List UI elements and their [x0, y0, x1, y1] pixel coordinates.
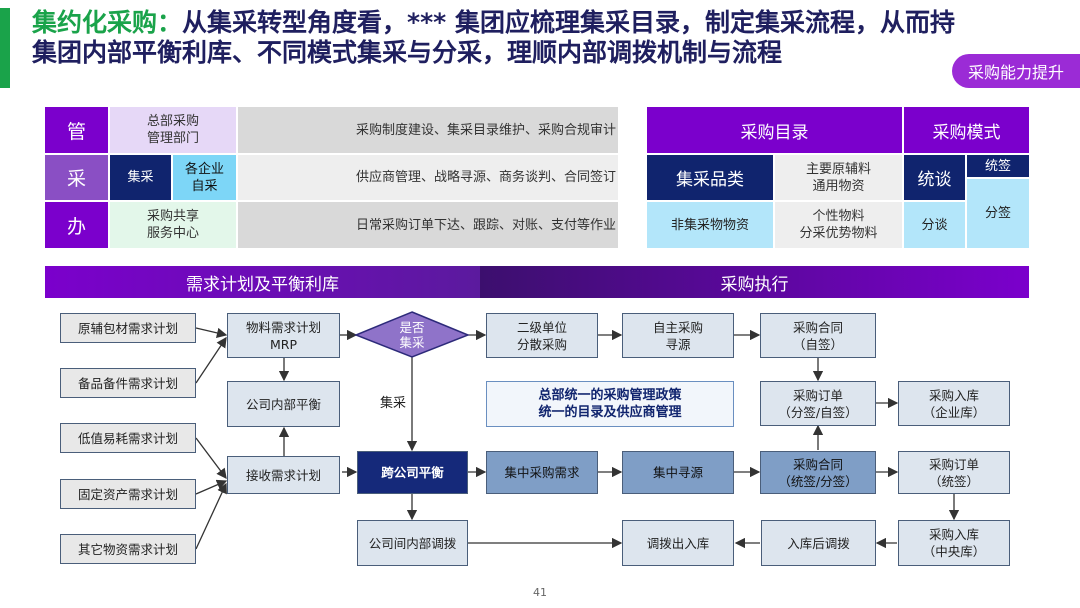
secondary-unit-box: 二级单位 分散采购 — [486, 313, 598, 358]
desc-ban: 日常采购订单下达、跟踪、对账、支付等作业 — [238, 202, 618, 248]
transfer-out-box: 调拨出入库 — [622, 520, 734, 566]
central-sourcing-box: 集中寻源 — [622, 451, 734, 494]
plan-spare-parts: 备品备件需求计划 — [60, 368, 196, 398]
row-label-cai: 采 — [45, 155, 108, 200]
badge-capability: 采购能力提升 — [952, 54, 1080, 88]
header-mode: 采购模式 — [904, 107, 1029, 153]
row-label-guan: 管 — [45, 107, 108, 153]
central-demand-box: 集中采购需求 — [486, 451, 598, 494]
accent-bar — [0, 8, 10, 88]
receive-plan-box: 接收需求计划 — [227, 456, 340, 494]
unit-shared-center: 采购共享 服务中心 — [110, 202, 236, 248]
central-category: 集采品类 — [647, 155, 773, 200]
non-central-items: 个性物料 分采优势物料 — [775, 202, 902, 248]
plan-consumables: 低值易耗需求计划 — [60, 423, 196, 453]
unit-enterprise: 各企业 自采 — [173, 155, 236, 200]
band-demand-planning: 需求计划及平衡利库 — [45, 266, 480, 298]
unit-central: 集采 — [110, 155, 171, 200]
plan-other-materials: 其它物资需求计划 — [60, 534, 196, 564]
inbound-central-box: 采购入库 （中央库） — [898, 520, 1010, 566]
mode-split: 分谈 — [904, 202, 965, 248]
desc-cai: 供应商管理、战略寻源、商务谈判、合同签订 — [238, 155, 618, 200]
inter-transfer-box: 公司间内部调拨 — [357, 520, 468, 566]
decision-label: 是否 集采 — [399, 320, 425, 350]
mode-unified: 统谈 — [904, 155, 965, 200]
decision-diamond — [353, 311, 471, 358]
page-number: 41 — [533, 586, 547, 599]
inbound-enterprise-box: 采购入库 （企业库） — [898, 381, 1010, 426]
internal-balance-box: 公司内部平衡 — [227, 381, 340, 427]
post-transfer-box: 入库后调拨 — [761, 520, 876, 566]
desc-guan: 采购制度建设、集采目录维护、采购合规审计 — [238, 107, 618, 153]
contract-self-box: 采购合同 （自签） — [760, 313, 876, 358]
unit-hq: 总部采购 管理部门 — [110, 107, 236, 153]
sign-unified: 统签 — [967, 155, 1029, 177]
order-unified-box: 采购订单 （统签） — [898, 451, 1010, 494]
band-procurement-execution: 采购执行 — [480, 266, 1029, 298]
mrp-box: 物料需求计划 MRP — [227, 313, 340, 358]
non-central-category: 非集采物物资 — [647, 202, 773, 248]
policy-note: 总部统一的采购管理政策 统一的目录及供应商管理 — [486, 381, 734, 427]
slide-title: 集约化采购：从集采转型角度看，*** 集团应梳理集采目录，制定集采流程，从而持集… — [32, 8, 962, 68]
title-text: 从集采转型角度看，*** 集团应梳理集采目录，制定集采流程，从而持集团内部平衡利… — [32, 8, 955, 67]
cross-balance-box: 跨公司平衡 — [357, 451, 468, 494]
order-split-box: 采购订单 （分签/自签） — [760, 381, 876, 426]
self-sourcing-box: 自主采购 寻源 — [622, 313, 734, 358]
title-highlight: 集约化采购： — [32, 8, 183, 37]
plan-fixed-assets: 固定资产需求计划 — [60, 479, 196, 509]
plan-raw-packaging: 原辅包材需求计划 — [60, 313, 196, 343]
row-label-ban: 办 — [45, 202, 108, 248]
jicai-label: 集采 — [380, 396, 407, 411]
header-catalog: 采购目录 — [647, 107, 902, 153]
contract-unified-box: 采购合同 （统签/分签） — [760, 451, 876, 494]
central-items: 主要原辅料 通用物资 — [775, 155, 902, 200]
sign-split: 分签 — [967, 179, 1029, 248]
